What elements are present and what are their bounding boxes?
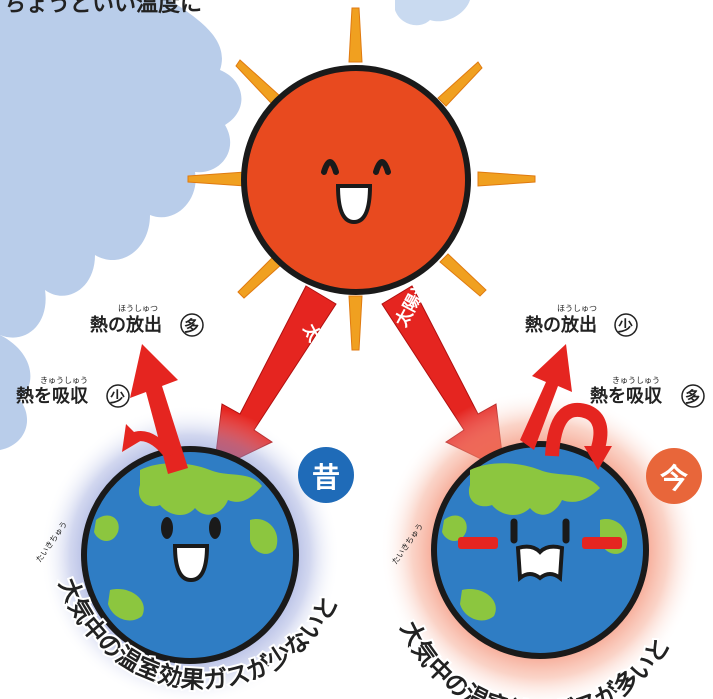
present-earth-group bbox=[380, 390, 700, 699]
past-release-label-group: ほうしゅつ 熱の放出 多 bbox=[90, 304, 204, 337]
sun bbox=[241, 65, 471, 295]
present-release-label: 熱の放出 bbox=[525, 314, 597, 336]
present-release-arrow bbox=[520, 344, 572, 450]
present-release-mark: 少 bbox=[617, 317, 633, 335]
atmosphere-cloud bbox=[0, 0, 470, 450]
sun-rays bbox=[187, 7, 536, 351]
present-absorb-label-group: きゅうしゅう 熱を吸収 多 bbox=[590, 376, 705, 408]
header-cut-text: ちょうどいい温度に bbox=[4, 0, 202, 17]
present-release-label-group: ほうしゅつ 熱の放出 少 bbox=[525, 304, 638, 337]
sun-right-eye bbox=[373, 159, 391, 175]
past-release-mark: 多 bbox=[184, 317, 199, 335]
present-absorb-ruby: きゅうしゅう bbox=[612, 376, 660, 385]
past-absorb-ruby: きゅうしゅう bbox=[40, 376, 88, 385]
past-release-ruby: ほうしゅつ bbox=[118, 304, 158, 313]
past-land bbox=[138, 463, 262, 516]
sun-left-eye bbox=[321, 159, 339, 175]
past-badge: 昔 bbox=[298, 447, 354, 503]
sun-mouth bbox=[335, 184, 373, 225]
present-blush bbox=[458, 537, 622, 549]
present-release-ruby: ほうしゅつ bbox=[557, 304, 597, 313]
past-earth-group bbox=[40, 405, 340, 699]
past-release-label: 熱の放出 bbox=[90, 314, 162, 336]
present-badge-text: 今 bbox=[660, 462, 688, 495]
past-release-arrow bbox=[130, 344, 188, 474]
past-absorb-label-group: きゅうしゅう 熱を吸収 少 bbox=[16, 376, 130, 408]
present-absorb-mark: 多 bbox=[685, 388, 700, 406]
present-absorb-label: 熱を吸収 bbox=[590, 385, 663, 407]
present-badge: 今 bbox=[646, 448, 702, 504]
present-absorb-arrow bbox=[545, 403, 608, 457]
past-badge-text: 昔 bbox=[312, 461, 340, 494]
past-absorb-mark: 少 bbox=[109, 388, 125, 406]
past-absorb-label: 熱を吸収 bbox=[16, 385, 89, 407]
